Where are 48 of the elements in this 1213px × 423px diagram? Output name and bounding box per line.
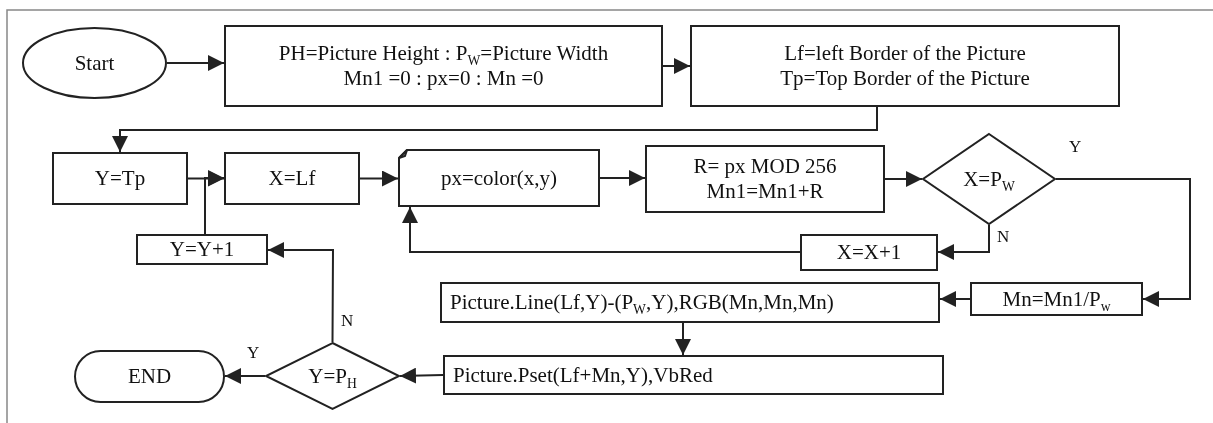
node-text: Y=Y+1 [169, 237, 235, 262]
node-text: px=color(x,y) [440, 165, 558, 191]
node-text: Tp=Top Border of the Picture [780, 66, 1030, 91]
process-box [224, 25, 663, 107]
node-text: END [127, 364, 172, 389]
node-text: Lf=left Border of the Picture [784, 41, 1026, 66]
arrow [402, 206, 801, 253]
process-box [645, 145, 885, 213]
arrow [884, 171, 923, 187]
arrow [166, 55, 225, 71]
node-text: R= px MOD 256 [693, 154, 837, 179]
process-box [970, 282, 1143, 316]
node-text: X=X+1 [836, 240, 902, 265]
node-text: X=Lf [268, 166, 316, 191]
start-ellipse [22, 27, 167, 99]
arrow [359, 170, 399, 187]
node-text: Mn1=Mn1+R [706, 179, 824, 204]
arrow [675, 322, 691, 356]
arrow [937, 224, 990, 260]
node-text: Y=P$_{H}$ [308, 363, 357, 389]
process-box [440, 282, 940, 323]
arrow [112, 106, 878, 153]
arrow [662, 58, 691, 74]
arrow [939, 291, 971, 307]
node-text: Y=Tp [94, 166, 146, 191]
node-text: Picture.Line(Lf,Y)-(P$_{W}$,Y),RGB(Mn,Mn,Mn) [450, 290, 834, 315]
node-text: Picture.Pset(Lf+Mn,Y),VbRed [453, 362, 713, 388]
decision-diamond [922, 133, 1056, 225]
arrow [224, 368, 266, 384]
node-text: Start [74, 50, 115, 76]
node-text: Mn=Mn1/P$_{w}$ [1002, 286, 1111, 312]
node-text: PH=Picture Height : P$_{W}$=Picture Width [278, 41, 609, 66]
end-terminator [74, 350, 225, 403]
node-text: Mn1 =0 : px=0 : Mn =0 [343, 66, 544, 91]
process-box [224, 152, 360, 205]
arrow [1055, 178, 1191, 307]
arrow [399, 367, 444, 384]
input-card [398, 149, 600, 207]
arrow [267, 242, 334, 343]
process-box [800, 234, 938, 271]
process-box [443, 355, 944, 395]
arrow [599, 170, 646, 186]
process-box [690, 25, 1120, 107]
decision-diamond [265, 342, 400, 410]
process-box [52, 152, 188, 205]
arrow [204, 170, 225, 235]
process-box [136, 234, 268, 265]
node-text: X=P$_{W}$ [963, 166, 1015, 192]
